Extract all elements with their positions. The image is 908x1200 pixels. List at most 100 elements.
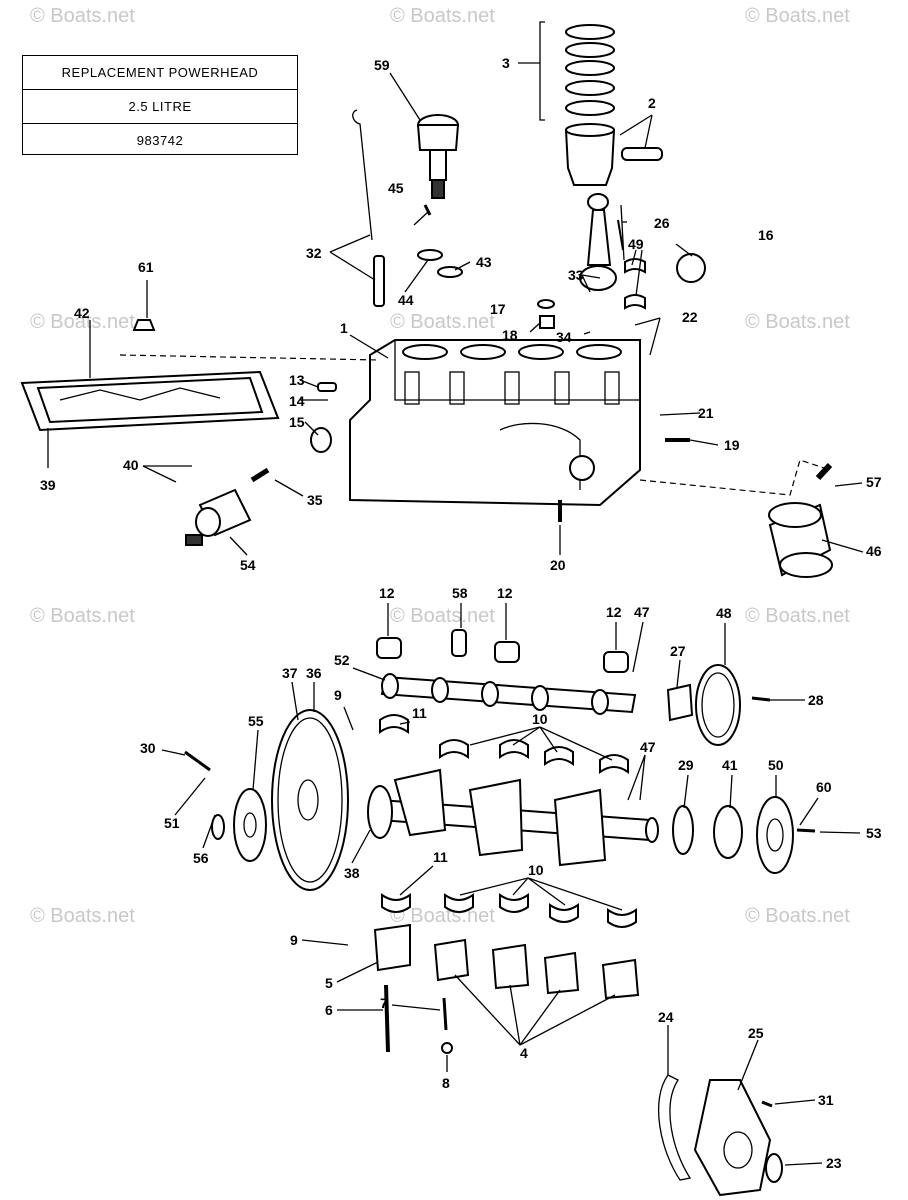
harmonic-balancer	[756, 796, 794, 874]
main-bearings-lower	[381, 893, 637, 928]
cup-plug	[676, 253, 706, 283]
callout-18: 18	[502, 327, 518, 343]
callout-2: 2	[648, 95, 656, 111]
callout-61: 61	[138, 259, 154, 275]
callout-31: 31	[818, 1092, 834, 1108]
callout-15: 15	[289, 414, 305, 430]
adapter-fitting	[815, 462, 833, 481]
title-line-1: REPLACEMENT POWERHEAD	[23, 56, 297, 90]
title-line-3: 983742	[136, 133, 184, 148]
callout-51: 51	[164, 815, 180, 831]
title-box: REPLACEMENT POWERHEAD 2.5 LITRE 983742	[22, 55, 298, 155]
expansion-plug	[310, 427, 332, 453]
callout-41: 41	[722, 757, 738, 773]
timing-cover-gasket	[657, 1074, 692, 1181]
callout-59: 59	[374, 57, 390, 73]
callout-16: 16	[758, 227, 774, 243]
callout-27: 27	[670, 643, 686, 659]
callout-47b: 47	[640, 739, 656, 755]
thrust-plate	[666, 683, 694, 722]
callout-35: 35	[307, 492, 323, 508]
cam-timing-gear	[695, 664, 741, 746]
callout-56: 56	[193, 850, 209, 866]
callout-44: 44	[398, 292, 414, 308]
callout-37: 37	[282, 665, 298, 681]
callout-8: 8	[442, 1075, 450, 1091]
callout-40: 40	[123, 457, 139, 473]
callout-57: 57	[866, 474, 882, 490]
watermark: © Boats.net	[745, 605, 850, 627]
callout-42: 42	[74, 305, 90, 321]
bolt	[423, 204, 432, 216]
callout-9a: 9	[334, 687, 342, 703]
seal	[765, 1153, 783, 1183]
callout-20: 20	[550, 557, 566, 573]
callout-32: 32	[306, 245, 322, 261]
crankshaft	[367, 768, 659, 867]
crank-gear	[672, 805, 694, 855]
callout-10a: 10	[532, 711, 548, 727]
watermark: © Boats.net	[745, 311, 850, 333]
watermark: © Boats.net	[390, 605, 495, 627]
piston	[564, 123, 663, 186]
oil-filter-adapter	[185, 488, 252, 546]
valve-cover	[20, 370, 280, 432]
bolt	[796, 828, 816, 833]
dipstick	[352, 109, 385, 307]
watermark: © Boats.net	[390, 311, 495, 333]
fitting	[250, 467, 270, 483]
callout-60: 60	[816, 779, 832, 795]
watermark: © Boats.net	[30, 311, 135, 333]
callout-29: 29	[678, 757, 694, 773]
callout-10b: 10	[528, 862, 544, 878]
title-line-2: 2.5 LITRE	[23, 90, 297, 124]
watermark: © Boats.net	[30, 5, 135, 27]
callout-23: 23	[826, 1155, 842, 1171]
callout-30: 30	[140, 740, 156, 756]
callout-33: 33	[568, 267, 584, 283]
callout-19: 19	[724, 437, 740, 453]
callout-17: 17	[490, 301, 506, 317]
callout-11a: 11	[412, 705, 427, 721]
callout-7: 7	[380, 995, 388, 1011]
pcv-fitting	[132, 319, 156, 331]
callout-21: 21	[698, 405, 714, 421]
callout-28: 28	[808, 692, 824, 708]
dash-line	[639, 459, 831, 496]
stud	[442, 997, 448, 1031]
callout-34: 34	[556, 329, 572, 345]
callout-54: 54	[240, 557, 256, 573]
callout-48: 48	[716, 605, 732, 621]
callout-4: 4	[520, 1045, 528, 1061]
dowel-pin	[317, 382, 337, 392]
oil-slinger	[713, 805, 743, 859]
main-bearing-caps	[373, 923, 640, 1000]
bolt	[751, 696, 771, 702]
bolt	[761, 1100, 773, 1108]
cylinder-block	[349, 339, 641, 507]
bolt	[617, 219, 624, 251]
callout-47a: 47	[634, 604, 650, 620]
timing-cover	[693, 1079, 772, 1197]
bolt	[184, 750, 211, 772]
callout-50: 50	[768, 757, 784, 773]
piston-rings	[539, 21, 615, 121]
callout-38: 38	[344, 865, 360, 881]
main-bearings-upper	[379, 714, 629, 774]
flywheel	[271, 709, 349, 891]
callout-55: 55	[248, 713, 264, 729]
callout-49: 49	[628, 236, 644, 252]
nut	[441, 1042, 453, 1054]
callout-9b: 9	[290, 932, 298, 948]
watermark: © Boats.net	[745, 905, 850, 927]
callout-12a: 12	[379, 585, 395, 601]
callout-1: 1	[340, 320, 348, 336]
cam-bearings	[376, 629, 629, 673]
callout-6: 6	[325, 1002, 333, 1018]
callout-25: 25	[748, 1025, 764, 1041]
callout-labels: 1 2 3 4 5 6 7 8 9 9 10 10 11 11 12 12 12…	[40, 55, 882, 1171]
watermark: © Boats.net	[30, 605, 135, 627]
callout-11b: 11	[433, 849, 448, 865]
callout-14: 14	[289, 393, 305, 409]
watermark: © Boats.net	[390, 5, 495, 27]
